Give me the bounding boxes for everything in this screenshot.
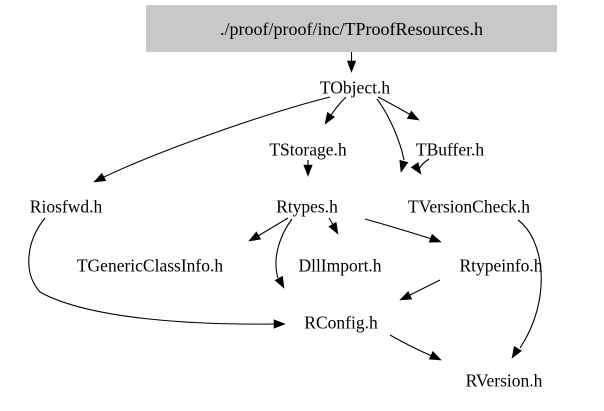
arrowhead-tobject-to-tbuffer [406,110,420,121]
arrowhead-tbuffer-to-tversioncheck [410,162,422,175]
arrowhead-rtypeinfo-to-rconfig [399,291,413,301]
arrowhead-tobject-to-rtypes [399,159,409,173]
edge-rtypeinfo-to-rconfig [407,279,441,297]
edge-rconfig-to-rversion [389,334,433,357]
node-boxes-layer [146,5,557,52]
arrowhead-riosfwd-to-rconfig [273,319,286,329]
arrowhead-rtypes-to-rconfig [274,275,285,289]
edge-tobject-to-tbuffer [377,96,412,116]
arrowhead-rtypes-to-rtypeinfo [428,233,442,243]
edge-riosfwd-to-rconfig [28,217,275,325]
arrowhead-tobject-to-riosfwd [93,172,107,183]
node-label-riosfwd[interactable]: Riosfwd.h [29,196,103,217]
edge-tobject-to-tstorage [329,96,347,118]
arrowheads-layer [93,60,522,361]
node-label-rtypes[interactable]: Rtypes.h [276,196,338,217]
edge-tobject-to-riosfwd [101,96,331,179]
arrowhead-rtypes-to-dllimport [328,221,339,235]
edges-layer [28,52,542,357]
edge-rtypes-to-rconfig [275,218,293,279]
arrowhead-rtypes-to-tgenericclassinfo [248,231,262,242]
node-label-tbuffer[interactable]: TBuffer.h [415,139,485,160]
node-label-tversioncheck[interactable]: TVersionCheck.h [408,196,530,217]
node-box-root [146,5,557,52]
node-label-tobject[interactable]: TObject.h [319,77,391,98]
edge-tversioncheck-to-rversion [517,219,542,349]
edge-rtypes-to-tgenericclassinfo [257,217,289,237]
arrowhead-tstorage-to-rtypes [303,164,313,177]
node-label-dllimport[interactable]: DllImport.h [298,255,382,276]
node-label-tgenericclassinfo[interactable]: TGenericClassInfo.h [76,255,224,276]
edge-tobject-to-rtypes [376,98,405,161]
arrowhead-rconfig-to-rversion [428,351,442,361]
arrowhead-tversioncheck-to-rversion [511,345,522,359]
node-label-rtypeinfo[interactable]: Rtypeinfo.h [459,255,543,276]
edge-rtypes-to-rtypeinfo [364,218,433,240]
arrowhead-tobject-to-tstorage [324,111,336,125]
node-label-root[interactable]: ./proof/proof/inc/TProofResources.h [220,18,483,39]
node-label-tstorage[interactable]: TStorage.h [269,139,347,160]
node-label-rconfig[interactable]: RConfig.h [304,312,378,333]
node-label-rversion[interactable]: RVersion.h [465,370,543,391]
arrowhead-root-to-tobject [346,60,357,73]
